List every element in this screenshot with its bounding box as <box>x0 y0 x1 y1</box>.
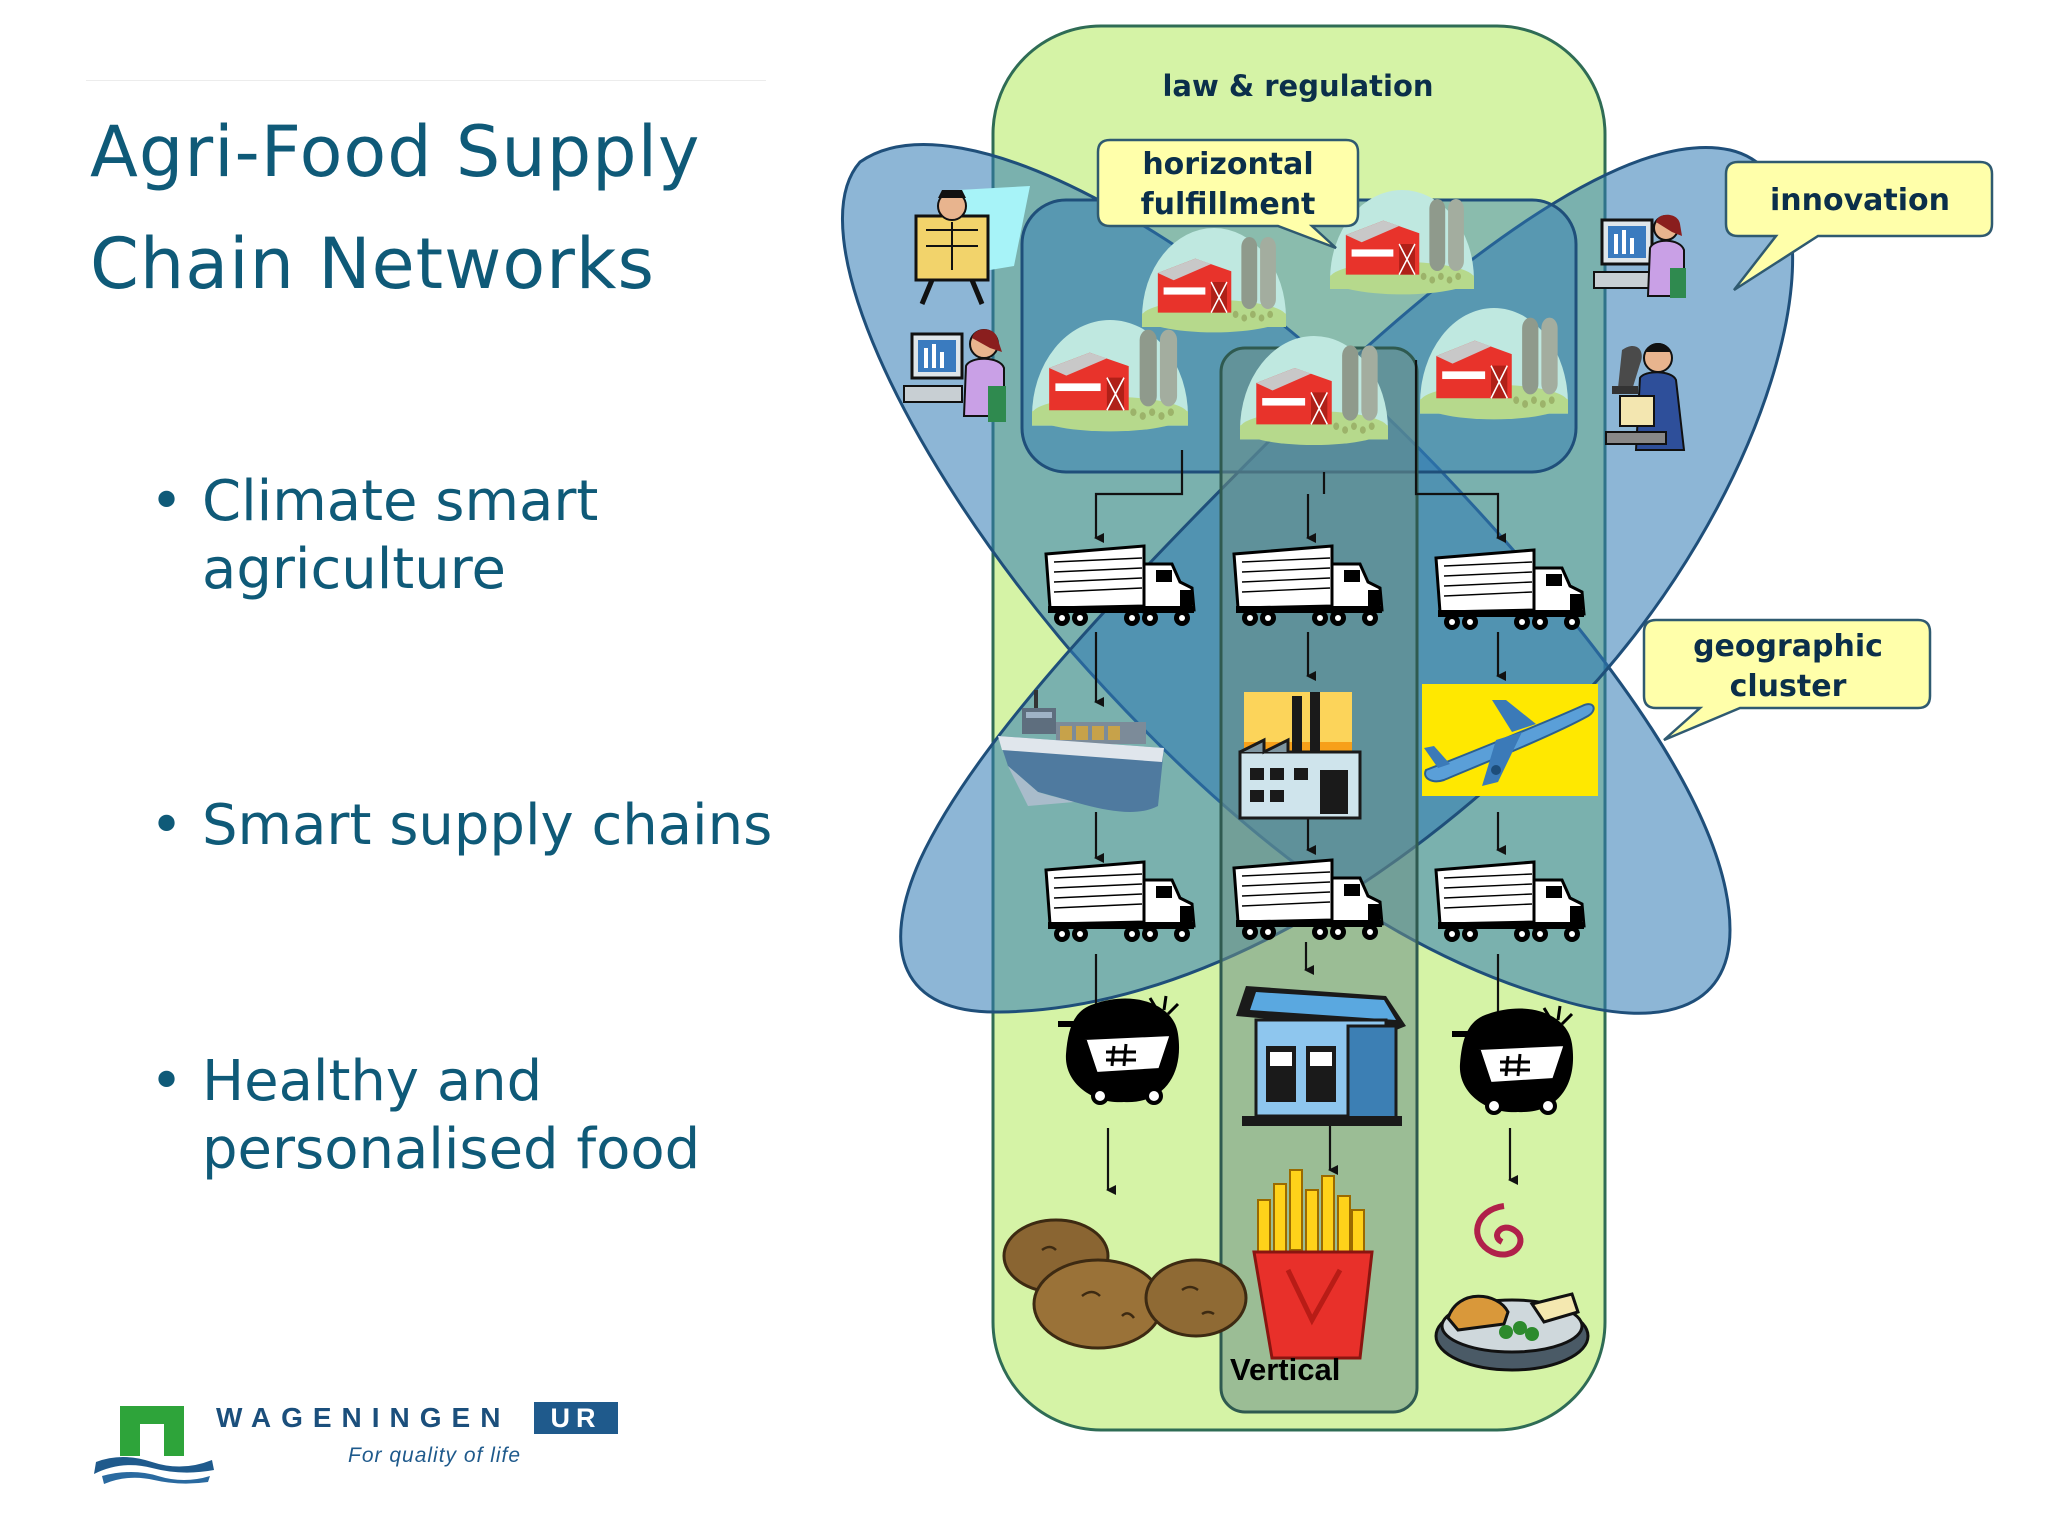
bullet-text: personalised food <box>202 1117 701 1182</box>
bullet-item-climate: Climate smart agriculture <box>150 468 842 604</box>
gas-station-shop-icon <box>1236 986 1406 1126</box>
ship-icon <box>998 690 1164 812</box>
scientist-icon <box>1605 343 1686 451</box>
geographic-label-line1: geographic <box>1693 629 1883 664</box>
geographic-cluster-callout: geographic cluster <box>1642 618 1932 742</box>
vertical-label: Vertical <box>1230 1352 1340 1387</box>
bullet-item-healthy-food: Healthy and personalised food <box>150 1048 842 1184</box>
airplane-icon <box>1422 684 1598 796</box>
horizontal-fulfillment-callout: horizontal fulfillment <box>1096 138 1360 250</box>
bullet-text: Healthy and <box>202 1049 543 1114</box>
bullet-text: Climate smart <box>202 469 599 534</box>
page-title: Agri-Food Supply Chain Networks <box>90 96 790 320</box>
title-line-2: Chain Networks <box>90 223 655 305</box>
office-worker-icon <box>903 329 1006 422</box>
innovation-label: innovation <box>1770 183 1950 218</box>
office-worker-icon <box>1593 214 1686 298</box>
logo-mark-icon <box>94 1406 214 1484</box>
title-line-1: Agri-Food Supply <box>90 111 701 193</box>
horizontal-label-line2: fulfillment <box>1141 187 1316 222</box>
engineer-icon <box>914 186 1030 305</box>
factory-icon <box>1238 692 1362 820</box>
bullet-item-supply-chains: Smart supply chains <box>150 792 842 860</box>
wageningen-logo: WAGENINGEN UR For quality of life <box>92 1396 618 1491</box>
innovation-callout: innovation <box>1724 160 1994 292</box>
logo-tagline: For quality of life <box>348 1444 522 1467</box>
meal-icon <box>1434 1203 1590 1372</box>
logo-ur-box: UR <box>534 1402 618 1434</box>
logo-wordmark: WAGENINGEN <box>216 1402 511 1433</box>
bullet-text: Smart supply chains <box>202 793 773 858</box>
french-fries-icon <box>1252 1169 1374 1360</box>
geographic-label-line2: cluster <box>1730 669 1847 704</box>
bullet-text: agriculture <box>202 537 506 602</box>
horizontal-label-line1: horizontal <box>1142 147 1313 182</box>
law-regulation-label: law & regulation <box>1162 69 1433 103</box>
potatoes-icon <box>1002 1218 1248 1350</box>
title-divider <box>86 80 766 81</box>
